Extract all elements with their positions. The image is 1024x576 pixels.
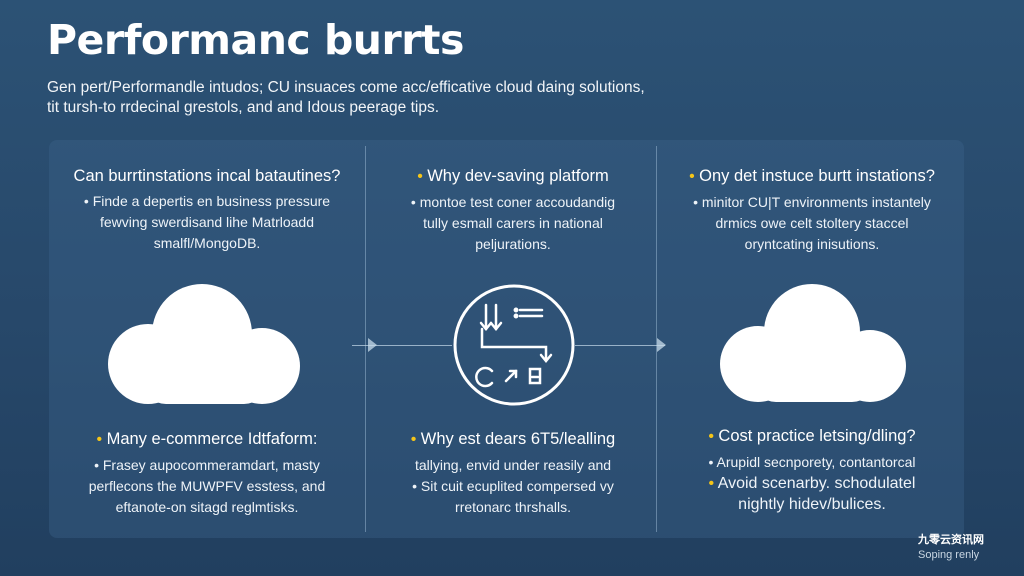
column-divider <box>365 146 366 532</box>
col2-top-line: tully esmall carers in national <box>423 215 603 231</box>
col1-bottom-block: • Many e-commerce Idtfaform: • Frasey au… <box>52 428 362 518</box>
col2-top-block: • Why dev-saving platform • montoe test … <box>358 165 668 255</box>
col1-bottom-line: perflecons the MUWPFV esstess, and <box>88 478 326 494</box>
page-subtitle: Gen pert/Performandle intudos; CU insuac… <box>47 78 687 118</box>
col3-bottom-line: • Avoid scenarby. schodulatel <box>708 475 916 492</box>
bullet-icon: • <box>96 431 107 448</box>
col3-bottom-heading: • Cost practice letsing/dling? <box>708 427 916 445</box>
col2-top-heading: • Why dev-saving platform <box>417 167 609 185</box>
cloud-icon <box>108 284 300 404</box>
col2-bottom-heading: • Why est dears 6T5/lealling <box>410 430 616 448</box>
arrow-right-icon <box>368 338 377 352</box>
flow-line-left <box>352 345 452 346</box>
workflow-hub-icon <box>453 284 575 406</box>
cloud-icon <box>720 284 906 402</box>
col3-bottom-line: • Arupidl secnporety, contantorcal <box>708 454 916 470</box>
col1-top-heading: Can burrtinstations incal batautines? <box>73 167 341 185</box>
col2-bottom-line: rretonarc thrshalls. <box>455 499 571 515</box>
subtitle-line: Gen pert/Performandle intudos; CU insuac… <box>47 79 645 96</box>
bullet-icon: • <box>689 168 700 185</box>
col2-bottom-line: • Sit cuit ecuplited compersed vy <box>412 478 614 494</box>
watermark-logo: 九零云资讯网 <box>918 534 984 546</box>
col3-top-block: • Ony det instuce burtt instations? • mi… <box>662 165 962 255</box>
col1-top-block: Can burrtinstations incal batautines? • … <box>52 165 362 254</box>
watermark-caption: Soping renly <box>918 549 980 561</box>
bullet-icon: • <box>417 168 428 185</box>
col3-top-line: • minitor CU|T environments instantely <box>693 194 931 210</box>
col2-top-line: • montoe test coner accoudandig <box>410 194 616 210</box>
bullet-icon: • <box>708 475 718 492</box>
page-title: Performanc burrts <box>47 16 464 64</box>
col3-top-heading: • Ony det instuce burtt instations? <box>689 167 935 185</box>
flow-line-right <box>575 345 665 346</box>
col1-top-line: smalfl/MongoDB. <box>153 235 261 251</box>
column-divider <box>656 146 657 532</box>
col3-bottom-block: • Cost practice letsing/dling? • Arupidl… <box>662 425 962 515</box>
col2-bottom-block: • Why est dears 6T5/lealling tallying, e… <box>358 428 668 518</box>
col3-top-line: oryntcating inisutions. <box>744 236 880 252</box>
col1-top-line: • Finde a depertis en business pressure <box>83 193 331 209</box>
col3-bottom-line: nightly hidev/bulices. <box>738 496 886 513</box>
col1-bottom-line: • Frasey aupocommeramdart, masty <box>94 457 320 473</box>
arrow-right-icon <box>657 338 666 352</box>
bullet-icon: • <box>410 431 421 448</box>
col3-top-line: drmics owe celt stoltery staccel <box>715 215 909 231</box>
bullet-icon: • <box>708 428 719 445</box>
col1-bottom-heading: • Many e-commerce Idtfaform: <box>96 430 318 448</box>
subtitle-line: tit tursh-to rrdecinal grestols, and and… <box>47 99 440 116</box>
col1-top-line: fewving swerdisand lihe Matrloadd <box>100 214 314 230</box>
col2-bottom-line: tallying, envid under reasily and <box>414 457 612 473</box>
col2-top-line: peljurations. <box>475 236 551 252</box>
col1-bottom-line: eftanote-on sitagd reglmtisks. <box>115 499 299 515</box>
